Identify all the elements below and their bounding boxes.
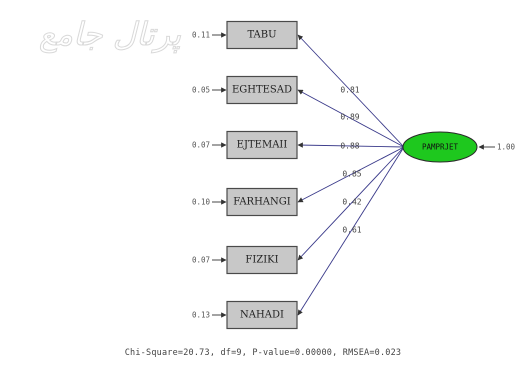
fit-statistics: Chi-Square=20.73, df=9, P-value=0.00000,…: [124, 348, 402, 358]
error-value-fiziki: 0.07: [192, 256, 210, 265]
loading-value-ejtemaii: 0.88: [340, 142, 359, 151]
loading-value-tabu: 0.81: [340, 86, 359, 95]
loading-path-eghtesad: [297, 89, 405, 148]
loading-path-fiziki: [297, 146, 405, 261]
indicator-box-farhangi: [226, 187, 298, 217]
loading-value-fiziki: 0.42: [342, 198, 361, 207]
indicator-label-eghtesad: EGHTESAD: [232, 85, 292, 96]
indicator-label-nahadi: NAHADI: [240, 310, 284, 321]
loading-value-nahadi: 0.61: [342, 226, 361, 235]
indicator-label-ejtemaii: EJTEMAII: [237, 140, 288, 151]
indicator-label-fiziki: FIZIKI: [245, 255, 278, 266]
loading-paths: [297, 34, 405, 316]
watermark-logo: پرتال جامع: [39, 15, 181, 53]
indicator-label-tabu: TABU: [247, 30, 276, 41]
indicator-box-eghtesad: [226, 75, 298, 105]
error-value-tabu: 0.11: [192, 31, 210, 40]
error-value-nahadi: 0.13: [192, 311, 210, 320]
error-value-ejtemaii: 0.07: [192, 141, 210, 150]
loading-path-tabu: [297, 34, 405, 148]
error-arrows: 0.11 0.05 0.07 0.10 0.07 0.13: [192, 31, 227, 320]
indicator-label-farhangi: FARHANGI: [233, 197, 291, 208]
indicator-box-nahadi: [226, 300, 298, 330]
error-value-eghtesad: 0.05: [192, 86, 210, 95]
indicator-box-tabu: [226, 20, 298, 50]
loading-path-ejtemaii: [297, 142, 405, 148]
indicator-box-fiziki: [226, 245, 298, 275]
loading-labels: 0.81 0.89 0.88 0.85 0.42 0.61: [340, 86, 361, 235]
loading-path-nahadi: [297, 146, 405, 316]
loading-value-eghtesad: 0.89: [340, 113, 359, 122]
latent-variable-label: PAMPRJET: [422, 143, 459, 152]
latent-error-value: 1.00: [497, 143, 516, 152]
error-value-farhangi: 0.10: [192, 198, 211, 207]
indicator-boxes: TABU EGHTESAD EJTEMAII FARHANGI FIZIKI NAHADI: [226, 20, 298, 330]
latent-variable-ellipse: [402, 131, 478, 163]
loading-value-farhangi: 0.85: [342, 170, 361, 179]
loading-path-farhangi: [297, 146, 405, 203]
indicator-box-ejtemaii: [226, 130, 298, 160]
